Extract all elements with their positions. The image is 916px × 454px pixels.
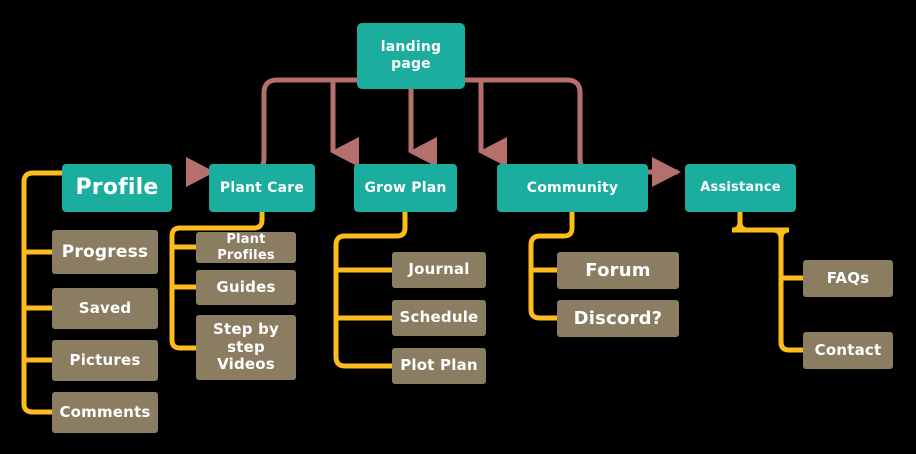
node-progress[interactable]: Progress [52, 230, 158, 274]
node-community[interactable]: Community [497, 164, 648, 212]
node-faqs[interactable]: FAQs [803, 260, 893, 297]
node-plant-care-label: Plant Care [219, 179, 305, 196]
node-step-by-step-videos-line1: Step by step [212, 319, 280, 356]
node-grow-plan[interactable]: Grow Plan [354, 164, 457, 212]
node-forum-label: Forum [585, 259, 651, 281]
node-discord-label: Discord? [573, 307, 663, 329]
node-plant-profiles-label: Plant Profiles [217, 232, 275, 263]
link-landing-to-assistance [464, 77, 682, 187]
link-assistance-elbow [737, 212, 803, 353]
link-landing-to-plant-care [329, 77, 359, 167]
node-journal[interactable]: Journal [392, 252, 486, 288]
node-landing-page-line2: page [391, 56, 431, 72]
node-step-by-step-videos-line2: Videos [217, 355, 275, 374]
node-assistance[interactable]: Assistance [685, 164, 796, 212]
node-grow-plan-label: Grow Plan [364, 179, 447, 196]
node-plant-profiles[interactable]: Plant Profiles [196, 232, 296, 263]
node-comments[interactable]: Comments [52, 392, 158, 433]
node-contact-label: Contact [814, 340, 882, 359]
node-guides[interactable]: Guides [196, 270, 296, 305]
node-profile[interactable]: Profile [62, 164, 172, 212]
link-assistance-to-children [731, 212, 803, 353]
node-saved-label: Saved [78, 298, 132, 317]
node-faqs-label: FAQs [826, 268, 870, 287]
node-step-by-step-videos[interactable]: Step by step Videos [196, 315, 296, 380]
node-discord[interactable]: Discord? [557, 300, 679, 337]
link-grow-plan-to-children [333, 212, 408, 369]
node-forum[interactable]: Forum [557, 252, 679, 289]
node-schedule[interactable]: Schedule [392, 300, 486, 336]
node-journal-label: Journal [408, 260, 470, 279]
node-landing-page-line1: landing [380, 39, 442, 56]
node-assistance-label: Assistance [700, 180, 781, 196]
node-plant-care[interactable]: Plant Care [209, 164, 315, 212]
link-landing-to-community [464, 77, 507, 167]
node-saved[interactable]: Saved [52, 288, 158, 329]
node-guides-label: Guides [216, 277, 276, 296]
link-landing-to-profile [185, 77, 358, 188]
node-comments-label: Comments [59, 402, 151, 421]
node-plot-plan[interactable]: Plot Plan [392, 348, 486, 384]
node-landing-page-label: landing page [363, 39, 459, 72]
node-plot-plan-label: Plot Plan [400, 356, 478, 375]
node-contact[interactable]: Contact [803, 332, 893, 369]
node-profile-label: Profile [75, 175, 159, 201]
node-schedule-label: Schedule [399, 308, 479, 327]
node-pictures[interactable]: Pictures [52, 340, 158, 381]
node-community-label: Community [526, 179, 619, 196]
node-progress-label: Progress [61, 241, 149, 262]
node-pictures-label: Pictures [69, 350, 141, 369]
node-step-by-step-videos-label: Step by step Videos [202, 319, 290, 374]
node-landing-page[interactable]: landing page [357, 23, 465, 89]
